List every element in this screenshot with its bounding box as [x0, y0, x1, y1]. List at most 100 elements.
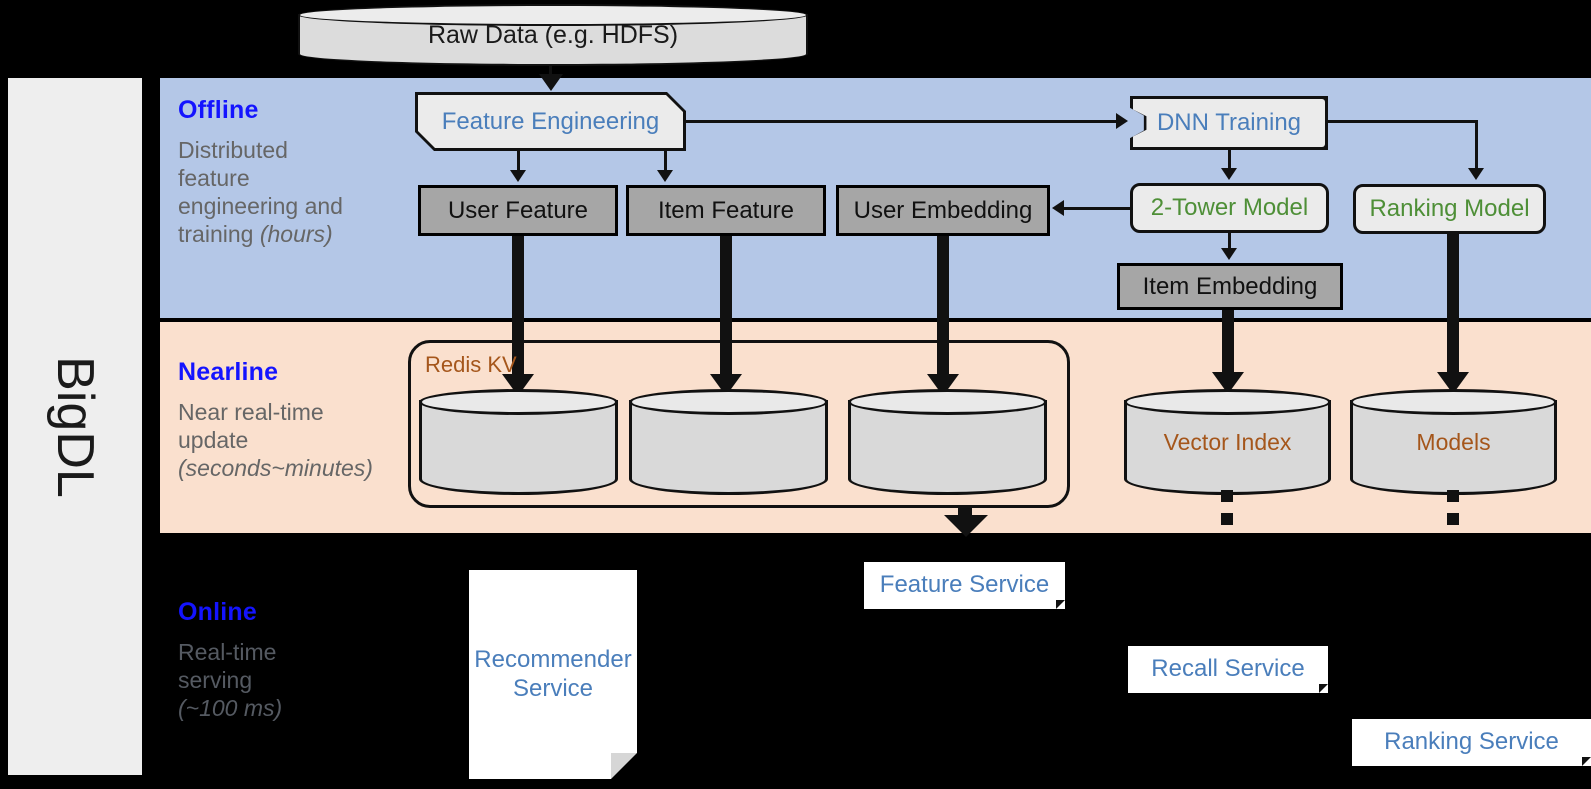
redis-store-cylinder-1[interactable] — [419, 389, 618, 495]
thick-connector-item-feature — [720, 236, 732, 384]
arrow-fe-to-dnn-head — [1116, 113, 1128, 129]
nearline-desc-italic: (seconds~minutes) — [178, 455, 373, 482]
offline-desc-l1: Distributed — [178, 137, 288, 163]
cylinder-top — [1350, 389, 1557, 415]
item-embedding-label: Item Embedding — [1142, 272, 1318, 300]
redis-store-cylinder-2[interactable] — [629, 389, 828, 495]
arrow-twotower-to-itemembedding-line — [1228, 233, 1231, 250]
feature-engineering-label: Feature Engineering — [441, 107, 660, 135]
online-title: Online — [178, 598, 257, 626]
online-caption: Online Real-time serving (~100 ms) — [178, 598, 393, 722]
arrow-twotower-to-itemembedding-head — [1221, 248, 1237, 260]
cylinder-top — [848, 389, 1047, 415]
offline-desc-l3: engineering and — [178, 193, 343, 220]
item-feature-node[interactable]: Item Feature — [626, 185, 826, 236]
cylinder-top — [629, 389, 828, 415]
arrow-dnn-to-ranking-h — [1326, 120, 1478, 123]
redis-store-1-label — [419, 389, 618, 495]
item-feature-label: Item Feature — [657, 196, 795, 224]
thick-arrow-redis-to-feature-service — [944, 515, 988, 537]
nearline-description: Near real-time update (seconds~minutes) — [178, 398, 408, 482]
cylinder-top — [419, 389, 618, 415]
recommender-service-node[interactable]: Recommender Service — [469, 570, 637, 779]
two-tower-model-node[interactable]: 2-Tower Model — [1130, 183, 1329, 233]
ranking-model-label: Ranking Model — [1369, 195, 1530, 222]
offline-desc-l2: feature — [178, 165, 250, 192]
arrow-fe-to-itemfeature-line — [664, 151, 667, 173]
recall-service-label: Recall Service — [1151, 655, 1305, 683]
vector-index-cylinder[interactable]: Vector Index — [1124, 389, 1331, 495]
vector-index-label: Vector Index — [1163, 428, 1292, 455]
arrow-dnn-to-ranking-v — [1475, 120, 1478, 172]
arrow-dnn-to-ranking-head — [1468, 168, 1484, 180]
nearline-desc-l1: Near real-time — [178, 399, 324, 425]
connector-stub-models-2 — [1447, 513, 1459, 525]
connector-stub-models-1 — [1447, 490, 1459, 502]
page-fold-icon — [1056, 600, 1065, 609]
bigdl-framework-rail: BigDL — [8, 78, 142, 775]
redis-store-2-label — [629, 389, 828, 495]
arrow-fe-to-dnn-line — [686, 120, 1118, 123]
redis-kv-label: Redis KV — [425, 352, 517, 377]
page-fold-icon — [1582, 757, 1591, 766]
recall-service-node[interactable]: Recall Service — [1128, 646, 1328, 693]
offline-desc-italic: (hours) — [259, 221, 333, 248]
online-desc-italic: (~100 ms) — [178, 695, 283, 722]
arrow-fe-to-userfeature-head — [510, 170, 526, 182]
arrow-twotower-to-userembedding-head — [1052, 200, 1064, 216]
dnn-training-label: DNN Training — [1156, 109, 1302, 136]
ranking-service-node[interactable]: Ranking Service — [1352, 719, 1591, 766]
offline-description: Distributed feature engineering and trai… — [178, 136, 393, 248]
models-label: Models — [1416, 428, 1491, 455]
feature-engineering-node[interactable]: Feature Engineering — [415, 92, 686, 151]
thick-connector-ranking-model — [1447, 234, 1459, 382]
thick-connector-user-feature — [512, 236, 524, 384]
ranking-service-label: Ranking Service — [1384, 728, 1559, 756]
recommender-service-line2: Service — [512, 674, 594, 702]
redis-kv-container[interactable] — [408, 340, 1070, 508]
feature-service-label: Feature Service — [879, 571, 1050, 599]
user-embedding-node[interactable]: User Embedding — [836, 185, 1050, 236]
arrow-fe-to-userfeature-line — [517, 151, 520, 173]
page-fold-icon — [1319, 684, 1328, 693]
cylinder-top — [298, 4, 808, 26]
arrow-twotower-to-userembedding-line — [1064, 207, 1130, 210]
models-cylinder[interactable]: Models — [1350, 389, 1557, 495]
thick-connector-item-embedding — [1222, 310, 1234, 382]
offline-caption: Offline Distributed feature engineering … — [178, 96, 393, 248]
arrow-rawdata-to-fe-head — [539, 74, 563, 91]
ranking-model-node[interactable]: Ranking Model — [1353, 184, 1546, 234]
page-fold-icon — [611, 753, 637, 779]
node-face: DNN Training — [1133, 99, 1325, 147]
connector-stub-vector-index-2 — [1221, 513, 1233, 525]
thick-connector-user-embedding — [937, 236, 949, 384]
dnn-training-node[interactable]: DNN Training — [1130, 96, 1328, 150]
recommender-service-text: Recommender Service — [474, 646, 631, 704]
online-desc-l2: serving — [178, 667, 253, 694]
raw-data-cylinder: Raw Data (e.g. HDFS) — [298, 4, 808, 66]
item-embedding-node[interactable]: Item Embedding — [1117, 263, 1343, 310]
two-tower-model-label: 2-Tower Model — [1150, 194, 1309, 221]
recommender-service-line1: Recommender — [474, 645, 632, 673]
bracket-right — [1314, 96, 1328, 150]
cylinder-body — [848, 400, 1047, 495]
connector-stub-vector-index-1 — [1221, 490, 1233, 502]
nearline-caption: Nearline Near real-time update (seconds~… — [178, 358, 408, 482]
cylinder-top — [1124, 389, 1331, 415]
user-feature-node[interactable]: User Feature — [418, 185, 618, 236]
arrow-dnn-to-twotower-line — [1228, 150, 1231, 172]
node-face: Feature Engineering — [418, 95, 683, 148]
offline-title: Offline — [178, 96, 259, 124]
arrow-dnn-to-twotower-head — [1221, 168, 1237, 180]
feature-service-node[interactable]: Feature Service — [864, 562, 1065, 609]
offline-desc-l4: training — [178, 221, 260, 248]
user-feature-label: User Feature — [447, 196, 589, 224]
user-embedding-label: User Embedding — [853, 196, 1033, 224]
arrow-fe-to-itemfeature-head — [657, 170, 673, 182]
online-description: Real-time serving (~100 ms) — [178, 638, 393, 722]
raw-data-label: Raw Data (e.g. HDFS) — [427, 20, 679, 49]
online-desc-l1: Real-time — [178, 639, 277, 665]
redis-store-cylinder-3[interactable] — [848, 389, 1047, 495]
nearline-desc-l2: update — [178, 427, 249, 454]
